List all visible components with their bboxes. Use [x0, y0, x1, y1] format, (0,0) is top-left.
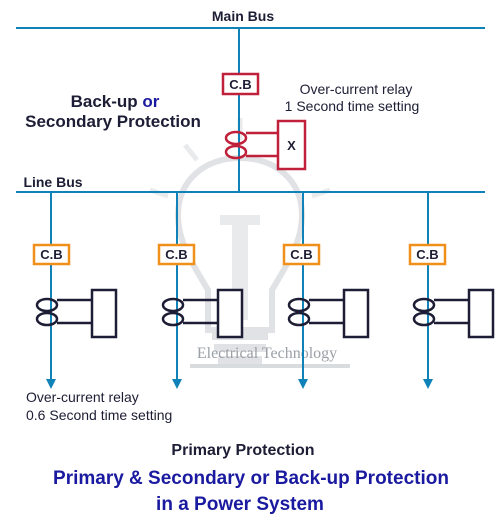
relay-top-line1: Over-current relay	[300, 81, 413, 97]
feeder-2-cb-label: C.B	[165, 247, 187, 262]
backup-relay-box: X	[276, 119, 307, 171]
main-bus-label: Main Bus	[212, 8, 274, 24]
feeder-3-cb-label: C.B	[290, 247, 312, 262]
watermark-text: Electrical Technology	[197, 345, 337, 362]
feeder-1-cb-label: C.B	[40, 247, 62, 262]
primary-protection-label: Primary Protection	[171, 442, 314, 459]
relay-x-label: X	[287, 138, 296, 153]
feeder-4-relay-icon	[412, 288, 495, 339]
title-line1: Primary & Secondary or Back-up Protectio…	[53, 468, 449, 489]
backup-current-transformer-icon	[224, 130, 278, 160]
backup-protection-line2: Secondary Protection	[25, 112, 201, 131]
feeder-2-relay-icon	[161, 288, 244, 339]
line-bus-label: Line Bus	[23, 174, 82, 190]
main-circuit-breaker: C.B	[221, 72, 260, 96]
backup-word: Back-up	[71, 92, 138, 111]
feeder-1-circuit-breaker: C.B	[32, 243, 71, 266]
watermark-underline	[190, 364, 350, 368]
relay-top-line2: 1 Second time setting	[285, 98, 420, 114]
feeder-3-circuit-breaker: C.B	[282, 243, 321, 266]
feeder-2-circuit-breaker: C.B	[157, 243, 196, 266]
relay-bottom-line2: 0.6 Second time setting	[26, 407, 172, 423]
main-cb-label: C.B	[229, 77, 251, 92]
feeder-4-circuit-breaker: C.B	[408, 243, 447, 266]
or-word: or	[142, 92, 159, 111]
backup-protection-line1: Back-up or	[71, 92, 160, 111]
feeder-4-cb-label: C.B	[416, 247, 438, 262]
feeder-1-relay-icon	[35, 288, 118, 339]
relay-bottom-line1: Over-current relay	[26, 389, 139, 405]
feeder-3-relay-icon	[287, 288, 370, 339]
title-line2: in a Power System	[156, 494, 324, 515]
